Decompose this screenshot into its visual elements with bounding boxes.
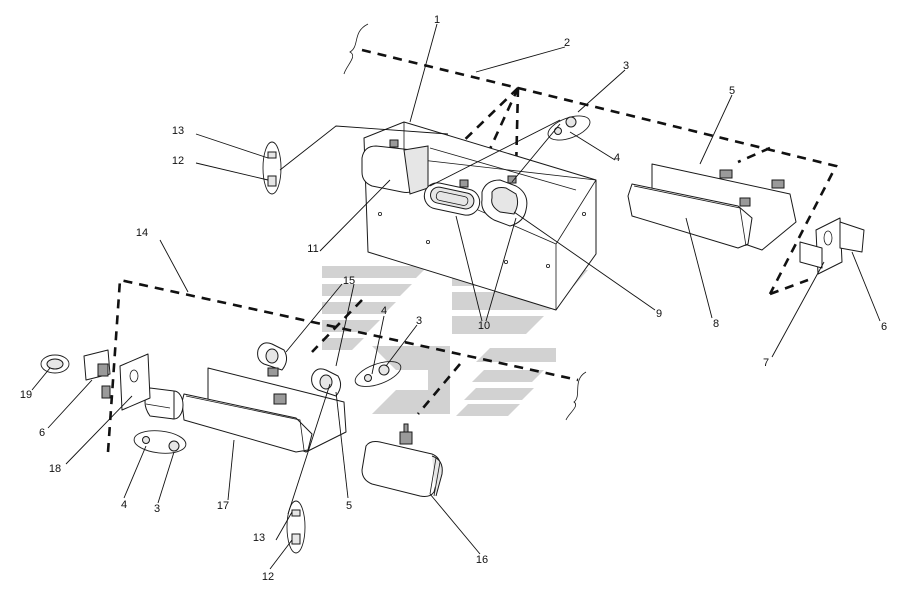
leader-lines xyxy=(31,23,881,570)
callout-c3c: 3 xyxy=(154,503,160,515)
left-long-lamp xyxy=(181,367,347,453)
right-bracket xyxy=(799,217,865,275)
hardware-groups xyxy=(40,115,591,554)
callout-c4c: 4 xyxy=(121,499,127,511)
callout-c15: 15 xyxy=(343,275,355,287)
callout-c13b: 13 xyxy=(253,532,265,544)
mounting-clips xyxy=(257,342,342,397)
callout-c3b: 3 xyxy=(416,315,422,327)
callout-c16: 16 xyxy=(476,554,488,566)
callout-c12b: 12 xyxy=(262,571,274,583)
callout-c12a: 12 xyxy=(172,155,184,167)
bottom-lamp xyxy=(361,423,443,497)
left-bracket xyxy=(83,349,151,411)
callout-c7: 7 xyxy=(763,357,769,369)
callout-c18: 18 xyxy=(49,463,61,475)
callout-c10: 10 xyxy=(478,320,490,332)
callout-c5a: 5 xyxy=(729,85,735,97)
callout-c5b: 5 xyxy=(346,500,352,512)
callout-c13a: 13 xyxy=(172,125,184,137)
oval-lamp xyxy=(423,179,481,216)
callout-c17: 17 xyxy=(217,500,229,512)
callout-c4b: 4 xyxy=(381,305,387,317)
callout-c2: 2 xyxy=(564,37,570,49)
callout-c6a: 6 xyxy=(881,321,887,333)
cylinder-lamp xyxy=(144,387,184,420)
small-lamp xyxy=(361,139,429,195)
callout-c4a: 4 xyxy=(614,152,620,164)
callout-c3a: 3 xyxy=(623,60,629,72)
callout-c9: 9 xyxy=(656,308,662,320)
callout-c6b: 6 xyxy=(39,427,45,439)
callout-c19: 19 xyxy=(20,389,32,401)
rounded-lamp xyxy=(481,175,528,227)
callout-c14: 14 xyxy=(136,227,148,239)
callout-c8: 8 xyxy=(713,318,719,330)
callout-c1: 1 xyxy=(434,14,440,26)
right-long-lamp xyxy=(627,163,797,251)
callout-c11: 11 xyxy=(307,243,318,255)
